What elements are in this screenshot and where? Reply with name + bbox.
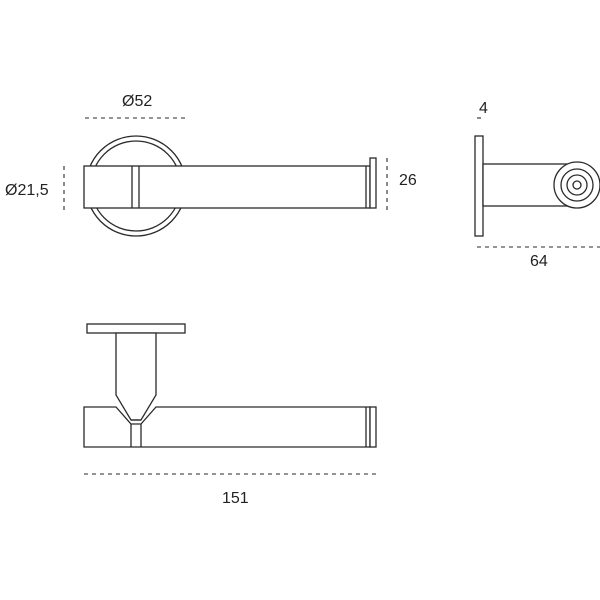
label-rose-thickness: 4 [479,100,488,117]
label-lever-height: 26 [399,172,417,189]
label-length: 151 [222,490,249,507]
lever-body-top [83,406,371,448]
lever-end-ring-3 [566,174,588,196]
neck-top [115,332,157,421]
side-view [474,117,600,248]
lever-end-ring-2 [560,168,594,202]
lever-end-cap-front [369,157,377,209]
label-projection: 64 [530,253,548,270]
rose-plate-top [86,323,186,334]
front-view [63,117,388,237]
lever-end-center [572,180,582,190]
lever-body-front [83,165,371,209]
label-rose-diameter: Ø52 [122,93,153,110]
label-lever-diameter: Ø21,5 [5,182,49,199]
lever-end-cap-top [369,406,377,448]
rose-plate-side [474,135,484,237]
top-view [83,323,377,475]
